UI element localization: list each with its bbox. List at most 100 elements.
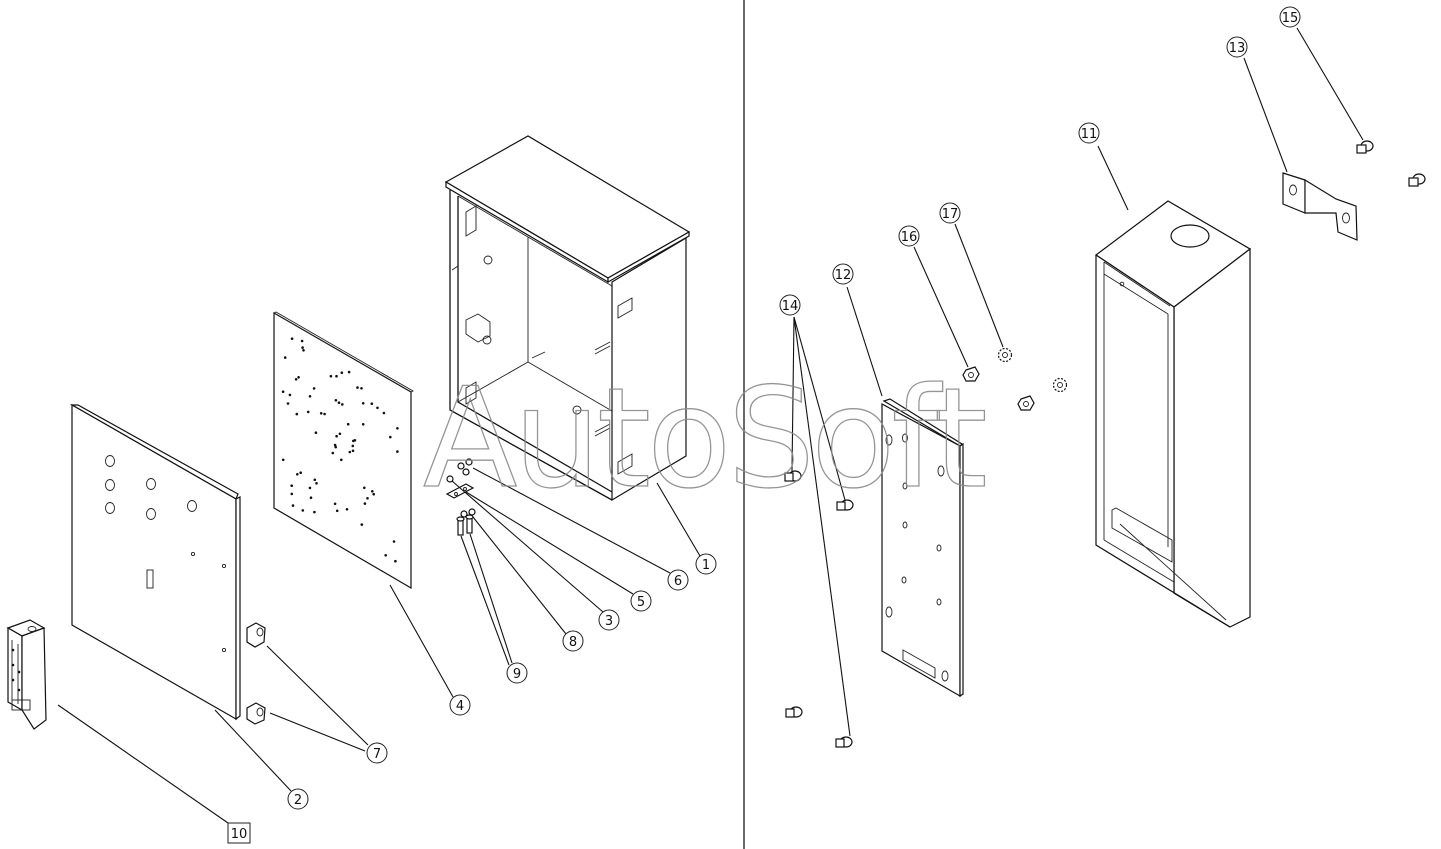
part-2-door bbox=[69, 403, 241, 721]
callout-3-label: 3 bbox=[605, 614, 613, 629]
mounting-hole bbox=[281, 458, 285, 462]
callout-17-label: 17 bbox=[942, 207, 959, 222]
mounting-hole bbox=[363, 486, 366, 490]
callout-14: 14 bbox=[779, 294, 801, 316]
callout-6-label: 6 bbox=[674, 574, 682, 589]
mounting-hole bbox=[288, 393, 292, 397]
mounting-hole bbox=[281, 390, 285, 394]
mounting-hole bbox=[396, 427, 399, 430]
callout-12: 12 bbox=[832, 263, 854, 285]
mounting-hole bbox=[295, 412, 299, 416]
mounting-hole bbox=[313, 478, 317, 482]
part-7-hinges bbox=[246, 622, 266, 725]
mounting-hole bbox=[356, 386, 359, 389]
mounting-hole bbox=[290, 337, 294, 341]
part-15-screws bbox=[1356, 140, 1426, 187]
part-16-nuts bbox=[962, 366, 1035, 411]
mounting-hole bbox=[290, 484, 294, 488]
mounting-hole bbox=[301, 509, 305, 512]
mounting-hole bbox=[341, 403, 344, 406]
mounting-hole bbox=[313, 510, 316, 514]
callout-11-label: 11 bbox=[1081, 127, 1098, 142]
mounting-hole bbox=[301, 346, 304, 349]
mounting-hole bbox=[323, 412, 326, 416]
mounting-hole bbox=[351, 449, 355, 453]
mounting-hole bbox=[335, 509, 339, 513]
callout-17: 17 bbox=[939, 202, 961, 224]
mounting-hole bbox=[312, 387, 316, 390]
part-11-side-cover bbox=[1094, 200, 1252, 628]
callout-5: 5 bbox=[630, 590, 652, 612]
watermark-text: AutoSoft bbox=[423, 358, 985, 519]
mounting-hole bbox=[361, 402, 365, 405]
callout-8-label: 8 bbox=[569, 635, 577, 650]
mounting-hole bbox=[306, 410, 310, 414]
mounting-hole bbox=[334, 445, 338, 449]
mounting-hole bbox=[333, 502, 337, 506]
mounting-hole bbox=[340, 458, 343, 462]
callout-9: 9 bbox=[506, 662, 528, 684]
mounting-hole bbox=[286, 402, 290, 405]
leader-lines bbox=[57, 27, 1364, 824]
callout-7: 7 bbox=[366, 742, 388, 764]
mounting-hole bbox=[302, 349, 305, 352]
callout-1-label: 1 bbox=[702, 558, 710, 573]
mounting-hole bbox=[376, 406, 379, 410]
callout-11: 11 bbox=[1078, 122, 1100, 144]
mounting-hole bbox=[308, 395, 312, 398]
callout-16-label: 16 bbox=[901, 230, 918, 245]
mounting-hole bbox=[363, 502, 367, 505]
callout-8: 8 bbox=[562, 630, 584, 652]
mounting-hole bbox=[353, 439, 357, 442]
mounting-hole bbox=[338, 432, 342, 436]
mounting-hole bbox=[351, 444, 355, 448]
part-4-mounting-plate bbox=[273, 311, 414, 590]
mounting-hole bbox=[394, 559, 397, 563]
mounting-hole bbox=[297, 376, 300, 379]
callout-16: 16 bbox=[898, 225, 920, 247]
mounting-hole bbox=[294, 378, 298, 381]
mounting-hole bbox=[308, 486, 312, 490]
mounting-hole bbox=[371, 490, 374, 493]
mounting-hole bbox=[382, 411, 386, 415]
mounting-hole bbox=[346, 422, 350, 426]
callout-13: 13 bbox=[1226, 36, 1248, 58]
mounting-hole bbox=[366, 497, 369, 500]
mounting-hole bbox=[300, 339, 304, 343]
callout-5-label: 5 bbox=[637, 595, 645, 610]
callout-7-label: 7 bbox=[373, 747, 381, 762]
mounting-hole bbox=[345, 508, 349, 511]
callout-15-label: 15 bbox=[1282, 11, 1299, 26]
callout-10-label: 10 bbox=[231, 827, 248, 842]
callout-6: 6 bbox=[667, 569, 689, 591]
mounting-hole bbox=[315, 482, 318, 485]
mounting-hole bbox=[329, 374, 333, 378]
mounting-hole bbox=[290, 492, 294, 496]
part-14-bolts bbox=[784, 470, 854, 748]
mounting-hole bbox=[337, 401, 341, 405]
callout-2-label: 2 bbox=[294, 793, 302, 808]
mounting-hole bbox=[361, 423, 365, 426]
mounting-hole bbox=[283, 356, 287, 359]
callout-9-label: 9 bbox=[513, 667, 521, 682]
mounting-hole bbox=[372, 492, 376, 496]
mounting-hole bbox=[319, 412, 323, 415]
callout-10: 10 bbox=[227, 822, 251, 844]
callout-13-label: 13 bbox=[1229, 41, 1246, 56]
callout-2: 2 bbox=[287, 788, 309, 810]
part-1-cabinet-body bbox=[444, 135, 691, 502]
mounting-hole bbox=[335, 434, 338, 438]
small-hardware-group bbox=[445, 458, 476, 536]
mounting-hole bbox=[389, 435, 392, 439]
part-17-lock-washers bbox=[997, 347, 1068, 393]
callout-3: 3 bbox=[598, 609, 620, 631]
mounting-hole bbox=[335, 374, 338, 378]
mounting-hole bbox=[299, 471, 303, 475]
callout-4: 4 bbox=[449, 694, 471, 716]
callout-1: 1 bbox=[695, 553, 717, 575]
mounting-hole bbox=[340, 371, 344, 375]
part-13-bracket bbox=[1282, 172, 1358, 241]
mounting-hole bbox=[360, 523, 364, 526]
mounting-hole bbox=[347, 370, 351, 374]
